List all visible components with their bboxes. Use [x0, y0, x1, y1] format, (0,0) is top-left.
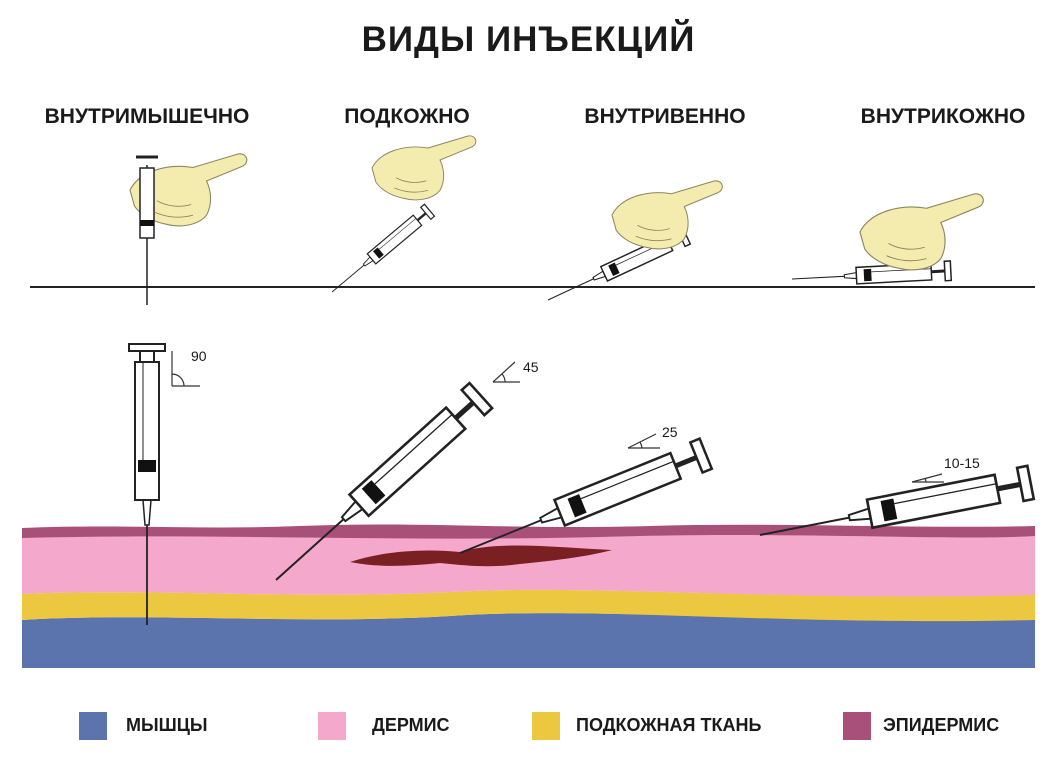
syringe-intramuscular — [128, 343, 166, 625]
page-title: ВИДЫ ИНЪЕКЦИЙ — [361, 20, 696, 59]
top-illustration-intravenous — [542, 180, 723, 310]
label-subcutaneous: ПОДКОЖНО — [344, 105, 470, 128]
legend-label-muscle: МЫШЦЫ — [126, 715, 208, 735]
label-intravenous: ВНУТРИВЕННО — [584, 105, 746, 128]
top-illustration-intramuscular — [129, 153, 248, 305]
dermis-layer — [22, 534, 1035, 597]
angle-icon-25 — [627, 433, 660, 449]
label-intramuscular: ВНУТРИМЫШЕЧНО — [44, 105, 250, 128]
legend-swatch-muscle — [79, 712, 107, 740]
legend-label-epidermis: ЭПИДЕРМИС — [883, 715, 1000, 735]
subcutaneous-layer — [22, 589, 1035, 622]
muscle-layer — [22, 613, 1035, 668]
top-illustration-intradermal — [789, 193, 984, 291]
label-intradermal: ВНУТРИКОЖНО — [860, 105, 1026, 128]
legend-swatch-dermis — [318, 712, 346, 740]
skin-layers — [22, 524, 1035, 668]
angle-label-90: 90 — [191, 348, 207, 364]
legend-swatch-subcutaneous — [532, 712, 560, 740]
vein — [350, 545, 612, 567]
legend-label-subcutaneous: ПОДКОЖНАЯ ТКАНЬ — [576, 715, 762, 735]
angle-label-45: 45 — [523, 359, 539, 375]
epidermis-layer — [22, 524, 1035, 539]
angle-label-10-15: 10-15 — [944, 455, 980, 471]
angle-icon-45 — [492, 361, 520, 383]
angle-label-25: 25 — [662, 424, 678, 440]
legend-label-dermis: ДЕРМИС — [372, 715, 450, 735]
legend-swatch-epidermis — [843, 712, 871, 740]
angle-icon-90 — [171, 351, 200, 387]
top-illustration-subcutaneous — [325, 135, 477, 300]
angle-icon-10-15 — [911, 473, 944, 483]
